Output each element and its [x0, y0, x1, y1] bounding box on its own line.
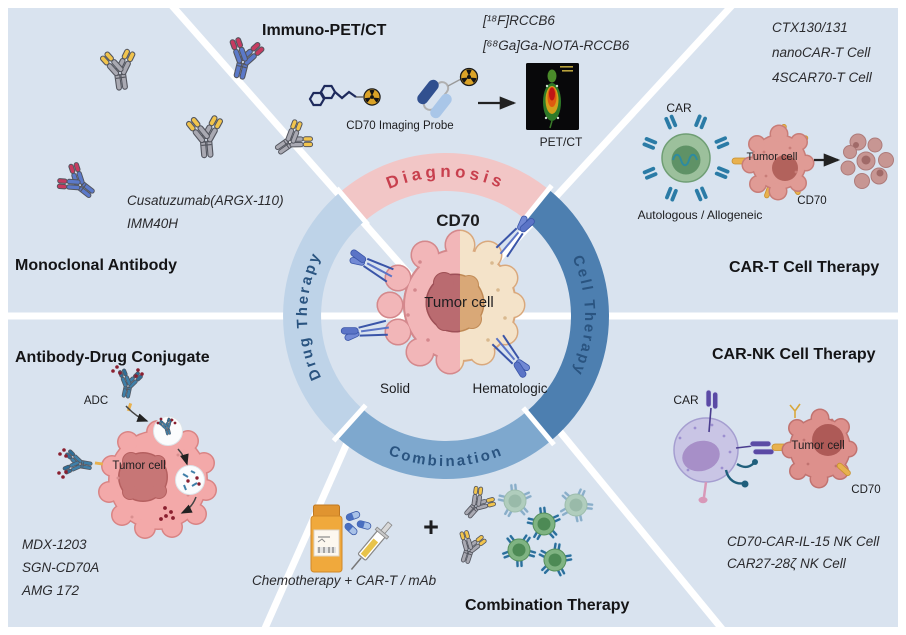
car-t-mini-cell-icon [525, 505, 562, 542]
mab-drug-name: IMM40H [127, 216, 179, 231]
combination-illustration [310, 480, 601, 582]
car-t-drug-name: 4SCAR70-T Cell [772, 70, 872, 85]
car-nk-section-title: CAR-NK Cell Therapy [712, 346, 876, 363]
antibody-icon [98, 46, 141, 93]
pet-scan-image [526, 63, 579, 130]
stalk-icon [702, 481, 708, 498]
car-nk-drug-name: CAR27-28ζ NK Cell [727, 556, 846, 571]
center-tumor-cell-label: Tumor cell [424, 294, 494, 311]
antibody-icon [455, 482, 500, 527]
car-label: CAR [673, 393, 699, 407]
process-arrows [125, 405, 197, 514]
antibody-icon [184, 113, 228, 160]
probe-caption: CD70 Imaging Probe [346, 120, 454, 132]
pet-scan-caption: PET/CT [539, 135, 583, 149]
cd70-label: CD70 [851, 484, 881, 496]
dying-tumor-cell-icon [840, 133, 894, 189]
solid-tumor-label: Solid [379, 381, 411, 396]
mab-section-title: Monoclonal Antibody [15, 257, 178, 274]
released-drug-dots [159, 506, 175, 521]
mab-drug-name: Cusatuzumab(ARGX-110) [127, 193, 284, 208]
adc-antibody-icon [111, 365, 145, 412]
tumor-cell-label: Tumor cell [112, 460, 166, 472]
adc-section-title: Antibody-Drug Conjugate [15, 349, 210, 366]
adc-antibody-icon [57, 447, 104, 480]
center-tumor-cell-illustration [339, 210, 538, 381]
pet-tracer-name: [⁶⁸Ga]Ga-NOTA-RCCB6 [483, 38, 630, 53]
antibody-icon [52, 158, 103, 209]
pet-section-title: Immuno-PET/CT [262, 22, 387, 39]
immuno-pet-illustration [308, 63, 579, 130]
adc-drug-name: MDX-1203 [22, 537, 87, 552]
small-receptor-icon [789, 403, 801, 418]
cell-source-label: Autologous / Allogeneic [637, 208, 763, 222]
car-t-tumor-cell-icon [731, 123, 815, 201]
car-t-mini-cell-icon [532, 537, 577, 582]
capsule-pills-icon [344, 511, 372, 536]
car-nk-illustration [673, 389, 858, 504]
car-t-illustration [641, 113, 894, 203]
adc-label: ADC [83, 395, 109, 407]
hematologic-tumor-label: Hematologic [472, 381, 548, 396]
tumor-cell-label: Tumor cell [791, 440, 845, 452]
cd70-label: CD70 [797, 195, 827, 207]
nk-cell-icon [673, 389, 775, 504]
radioisotope-icon [363, 88, 381, 106]
small-molecule-icon [308, 84, 357, 107]
car-t-drug-name: CTX130/131 [772, 20, 848, 35]
car-nk-drug-name: CD70-CAR-IL-15 NK Cell [727, 534, 880, 549]
car-receptor-icon [749, 440, 775, 455]
adc-drug-name: SGN-CD70A [22, 560, 100, 575]
antibody-icon [220, 34, 267, 84]
drug-release-vesicle-icon [175, 465, 205, 495]
nanobody-probe-icon [417, 78, 462, 119]
car-t-section-title: CAR-T Cell Therapy [729, 259, 880, 276]
internalized-vesicle-icon [153, 416, 183, 446]
radioisotope-icon [459, 67, 479, 87]
car-receptor-icon [705, 389, 719, 410]
car-t-drug-name: nanoCAR-T Cell [772, 45, 871, 60]
nk-tumor-cell-icon [771, 403, 858, 489]
antibody-icon [450, 527, 489, 568]
dna-icon [672, 153, 698, 167]
pet-tracer-name: [¹⁸F]RCCB6 [483, 13, 555, 28]
combination-caption: Chemotherapy + CAR-T / mAb [252, 573, 437, 588]
drug-receptor-icon [339, 319, 391, 344]
adc-drug-name: AMG 172 [22, 583, 80, 598]
plus-icon: + [423, 512, 439, 542]
car-t-cell-icon [641, 113, 731, 203]
pill-bottle-icon [310, 504, 343, 573]
adc-illustration [57, 365, 217, 539]
tumor-cell-label: Tumor cell [746, 151, 798, 163]
car-t-mini-cell-icon [496, 482, 533, 519]
combination-section-title: Combination Therapy [465, 597, 630, 614]
syringe-icon [350, 521, 393, 570]
car-label: CAR [666, 101, 692, 115]
center-cd70-label: CD70 [436, 211, 480, 230]
